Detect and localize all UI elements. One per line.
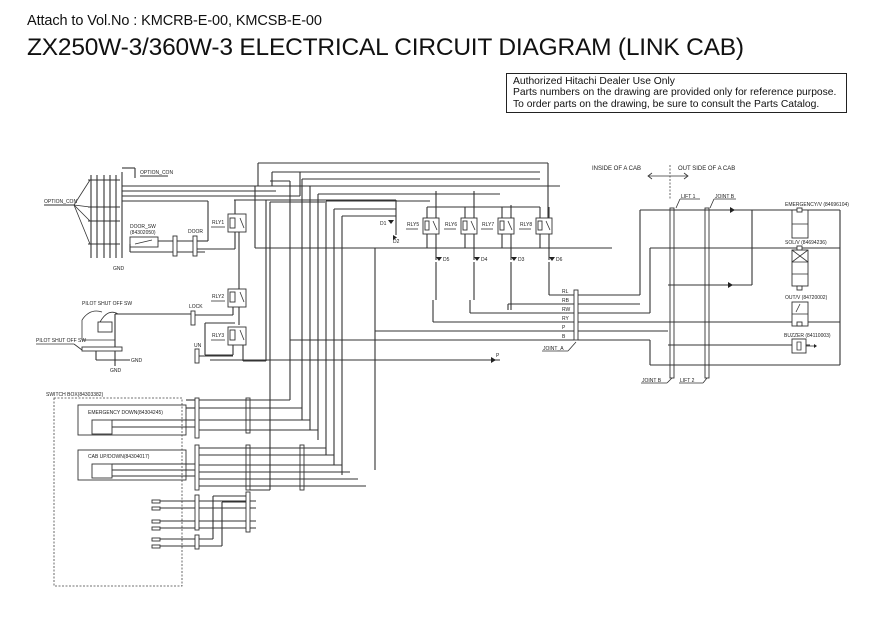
joint-b-top-label: JOINT B	[715, 194, 735, 200]
joint-a-wire-ry: RY	[562, 316, 570, 322]
emergency-valve-label: EMERGENCY/V (84696104)	[785, 202, 849, 208]
door-connector-label: DOOR	[188, 229, 203, 235]
joint-a-wire-rb: RB	[562, 298, 570, 304]
diode-d2-label: D2	[393, 239, 400, 245]
door-sw-label: DOOR_SW	[130, 224, 156, 230]
rly6-label: RLY6	[445, 222, 457, 228]
switch-box: SWITCH BOX(84303382) EMERGENCY DOWN(8430…	[46, 392, 256, 587]
gnd-left-label: GND	[113, 266, 125, 272]
rly3-label: RLY3	[212, 333, 224, 339]
diode-d6-label: D6	[556, 257, 563, 263]
pilot-sw-left-label: PILOT SHUT OFF SW	[36, 338, 86, 344]
attach-volume-label: Attach to Vol.No : KMCRB-E-00, KMCSB-E-0…	[27, 13, 322, 29]
notice-line-3: To order parts on the drawing, be sure t…	[513, 98, 820, 110]
relay-rly1: RLY1	[211, 200, 247, 290]
rly7-label: RLY7	[482, 222, 494, 228]
joint-a-label: JOINT_A	[543, 346, 564, 352]
emergency-down-label: EMERGENCY DOWN(84304245)	[88, 410, 163, 416]
joint-a-wire-rl: RL	[562, 289, 569, 295]
buzzer: BUZZER (84110003)	[784, 333, 831, 354]
inside-cab-label: INSIDE OF A CAB	[592, 166, 641, 172]
bus-wires	[234, 162, 612, 475]
switch-box-label: SWITCH BOX(84303382)	[46, 392, 104, 398]
rly1-label: RLY1	[212, 220, 224, 226]
joint-a-wire-b: B	[562, 334, 566, 340]
notice-line-1: Authorized Hitachi Dealer Use Only	[513, 76, 675, 87]
p-wire: P	[210, 353, 500, 363]
relay-rly6: RLY6	[444, 207, 478, 260]
door-switch: DOOR_SW (84302050) DOOR	[129, 201, 235, 257]
outside-cab-label: OUT SIDE OF A CAB	[678, 166, 735, 172]
switch-box-connectors	[112, 372, 366, 550]
diode-d1-label: D1	[380, 221, 387, 227]
cab-boundary: INSIDE OF A CAB OUT SIDE OF A CAB	[592, 165, 735, 200]
rly5-label: RLY5	[407, 222, 419, 228]
cab-updown-label: CAB UP/DOWN(84304017)	[88, 454, 150, 460]
relay-feed-wires	[427, 191, 550, 218]
lift2-label: LIFT 2	[680, 378, 695, 384]
emergency-valve: EMERGENCY/V (84696104)	[785, 202, 849, 239]
title-main: ZX250W-3/360W-3 ELECTRICAL CIRCUIT DIAGR…	[27, 34, 612, 61]
title-sub: (LINK CAB)	[617, 34, 744, 61]
pilot-shut-off-switch: PILOT SHUT OFF SW PILOT SHUT OFF SW GND …	[36, 301, 191, 374]
sol-valve-label: SOL/V (84694236)	[785, 240, 827, 246]
relay-rly3: RLY3	[204, 200, 267, 362]
relay-rly8: RLY8	[519, 207, 553, 260]
diode-d4-label: D4	[481, 257, 488, 263]
diode-d5-label: D5	[443, 257, 450, 263]
diodes-d3-d6: D5 D4 D3 D6	[435, 257, 563, 310]
rly8-label: RLY8	[520, 222, 532, 228]
dealer-notice-box: Authorized Hitachi Dealer Use Only Parts…	[506, 73, 847, 113]
relay-rly5: RLY5	[406, 207, 440, 260]
out-valve-label: OUT/V (84720002)	[785, 295, 828, 301]
pilot-sw-top-label: PILOT SHUT OFF SW	[82, 301, 132, 307]
harness-top-label: OPTION_CON	[140, 170, 173, 176]
out-valve: OUT/V (84720002)	[785, 295, 828, 327]
joint-b-bottom-label: JOINT B	[642, 378, 662, 384]
page-title: ZX250W-3/360W-3 ELECTRICAL CIRCUIT DIAGR…	[27, 34, 744, 62]
lift1-label: LIFT 1	[681, 194, 696, 200]
door-sw-partnumber: (84302050)	[130, 230, 156, 236]
lock-un-connectors: LOCK UN	[189, 304, 233, 364]
joint-a-wire-p: P	[562, 325, 566, 331]
lift-joint-bars: LIFT 1 JOINT B JOINT B LIFT 2	[641, 194, 736, 384]
diodes-d1-d2: D1 D2	[380, 220, 400, 245]
joint-a-wire-rw: RW	[562, 307, 571, 313]
relay-rly7: RLY7	[481, 207, 515, 260]
pilot-gnd-label: GND	[110, 368, 122, 374]
harness-left-label: OPTION_CON	[44, 199, 77, 205]
buzzer-label: BUZZER (84110003)	[784, 333, 831, 339]
sol-valve: SOL/V (84694236)	[785, 240, 827, 291]
notice-line-2: Parts numbers on the drawing are provide…	[513, 87, 837, 99]
lock-connector-label: LOCK	[189, 304, 203, 310]
relay-rly2: RLY2	[193, 288, 247, 325]
un-connector-label: UN	[194, 343, 202, 349]
p-wire-label: P	[496, 353, 500, 359]
joint-a-connector: RL RB RW RY P B JOINT_A	[290, 289, 668, 352]
rly2-label: RLY2	[212, 294, 224, 300]
pilot-gnd2-label: GND	[131, 358, 143, 364]
diode-d3-label: D3	[518, 257, 525, 263]
